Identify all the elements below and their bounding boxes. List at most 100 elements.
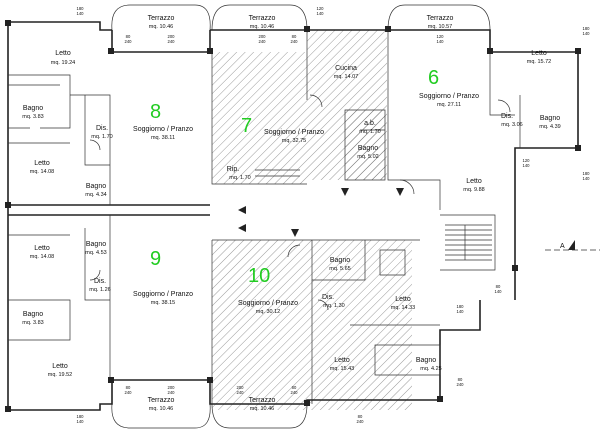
svg-text:mq. 38.15: mq. 38.15 bbox=[151, 300, 175, 306]
svg-text:140: 140 bbox=[77, 419, 85, 424]
svg-text:Terrazzo: Terrazzo bbox=[427, 15, 454, 22]
svg-text:mq. 9.88: mq. 9.88 bbox=[463, 187, 484, 193]
svg-text:180: 180 bbox=[583, 171, 591, 176]
unit-number-8: 8 bbox=[150, 101, 161, 123]
svg-text:Bagno: Bagno bbox=[330, 257, 350, 264]
svg-text:Bagno: Bagno bbox=[86, 241, 106, 248]
svg-text:mq. 10.46: mq. 10.46 bbox=[250, 24, 274, 30]
svg-text:180: 180 bbox=[457, 304, 465, 309]
svg-text:Letto: Letto bbox=[52, 363, 68, 370]
svg-text:Dis.: Dis. bbox=[94, 278, 106, 285]
svg-text:Terrazzo: Terrazzo bbox=[249, 15, 276, 22]
hatched-unit-7 bbox=[212, 30, 387, 184]
svg-text:mq. 1.30: mq. 1.30 bbox=[323, 303, 344, 309]
outer-walls bbox=[7, 21, 579, 411]
svg-text:Rip.: Rip. bbox=[227, 166, 240, 173]
svg-text:180: 180 bbox=[583, 26, 591, 31]
svg-text:mq. 1.70: mq. 1.70 bbox=[91, 134, 112, 140]
svg-text:120: 120 bbox=[317, 6, 325, 11]
svg-text:80: 80 bbox=[458, 377, 463, 382]
svg-text:mq. 1.70: mq. 1.70 bbox=[359, 129, 380, 135]
svg-text:mq. 4.25: mq. 4.25 bbox=[420, 366, 441, 372]
svg-text:Letto: Letto bbox=[395, 296, 411, 303]
room-label: Rip.mq. 1.70 bbox=[227, 166, 251, 181]
svg-text:Soggiorno / Pranzo: Soggiorno / Pranzo bbox=[238, 300, 298, 307]
room-label: Letto mq. 14.33 bbox=[391, 296, 415, 311]
svg-text:mq. 4.53: mq. 4.53 bbox=[85, 250, 106, 256]
svg-text:80: 80 bbox=[126, 385, 131, 390]
svg-text:Bagno: Bagno bbox=[416, 357, 436, 364]
svg-text:240: 240 bbox=[259, 39, 267, 44]
room-label: Dis.mq. 1.70 bbox=[91, 125, 112, 140]
svg-text:mq. 19.24: mq. 19.24 bbox=[51, 60, 75, 66]
room-label: Dis.mq. 3.06 bbox=[501, 113, 523, 128]
svg-text:a.b.: a.b. bbox=[364, 120, 376, 127]
unit-number-6: 6 bbox=[428, 67, 439, 89]
svg-text:mq. 1.26: mq. 1.26 bbox=[89, 287, 110, 293]
svg-text:80: 80 bbox=[358, 414, 363, 419]
svg-text:200: 200 bbox=[168, 34, 176, 39]
svg-text:240: 240 bbox=[125, 390, 133, 395]
svg-text:80: 80 bbox=[496, 284, 501, 289]
svg-text:140: 140 bbox=[523, 163, 531, 168]
svg-text:Soggiorno / Pranzo: Soggiorno / Pranzo bbox=[133, 126, 193, 133]
svg-text:mq. 14.08: mq. 14.08 bbox=[30, 254, 54, 260]
interior-walls bbox=[8, 30, 521, 404]
room-label: Dis. mq. 1.26 bbox=[89, 278, 110, 293]
svg-text:Dis.: Dis. bbox=[501, 113, 513, 120]
svg-text:mq. 14.33: mq. 14.33 bbox=[391, 305, 415, 311]
svg-text:240: 240 bbox=[291, 390, 299, 395]
svg-text:240: 240 bbox=[168, 39, 176, 44]
svg-text:Bagno: Bagno bbox=[86, 183, 106, 190]
svg-text:240: 240 bbox=[291, 39, 299, 44]
svg-text:140: 140 bbox=[437, 39, 445, 44]
svg-text:140: 140 bbox=[583, 176, 591, 181]
svg-text:mq. 10.46: mq. 10.46 bbox=[149, 406, 173, 412]
svg-text:180: 180 bbox=[77, 414, 85, 419]
svg-text:mq. 4.39: mq. 4.39 bbox=[539, 124, 560, 130]
room-label: Bagno mq. 4.53 bbox=[85, 241, 106, 256]
unit-number-10: 10 bbox=[248, 265, 270, 287]
svg-text:Cucina: Cucina bbox=[335, 65, 357, 72]
room-label: Bagno mq. 4.25 bbox=[416, 357, 442, 372]
svg-text:Bagno: Bagno bbox=[358, 145, 378, 152]
room-label: Dis.mq. 1.30 bbox=[322, 294, 345, 309]
svg-text:120: 120 bbox=[437, 34, 445, 39]
svg-text:mq. 5.65: mq. 5.65 bbox=[329, 266, 350, 272]
svg-text:240: 240 bbox=[125, 39, 133, 44]
svg-text:mq. 3.83: mq. 3.83 bbox=[22, 320, 43, 326]
unit-number-9: 9 bbox=[150, 248, 161, 270]
svg-text:240: 240 bbox=[357, 419, 365, 424]
svg-text:140: 140 bbox=[583, 31, 591, 36]
svg-text:mq. 10.46: mq. 10.46 bbox=[149, 24, 173, 30]
svg-text:200: 200 bbox=[237, 385, 245, 390]
